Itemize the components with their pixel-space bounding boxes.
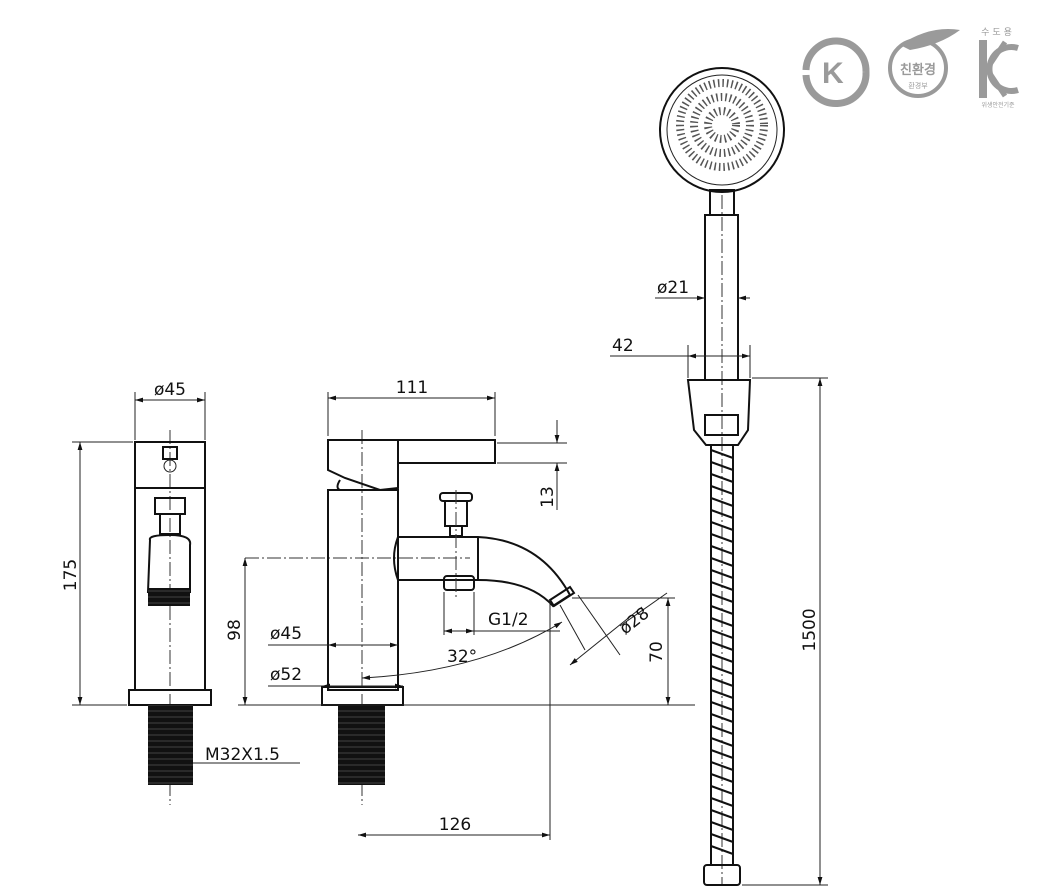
kc-certification-logo: 수도용 위생안전기준 — [979, 27, 1019, 109]
holder-width-label: 42 — [612, 336, 634, 356]
angle-label: 32° — [447, 647, 477, 667]
side-view: 111 13 98 ø45 ø52 32° G1/2 ø28 70 126 — [225, 378, 695, 840]
eco-certification-logo: 친환경 환경부 — [888, 29, 960, 98]
handle-length-label: 111 — [396, 378, 428, 398]
handle-diameter-label: ø21 — [657, 278, 689, 298]
reach-label: 126 — [439, 815, 471, 835]
hand-shower-view: ø21 42 1500 — [610, 67, 828, 886]
eco-sub-label: 환경부 — [908, 81, 928, 90]
body-diameter-label: ø45 — [270, 624, 302, 644]
hose-length-label: 1500 — [800, 608, 820, 651]
kc-top-label: 수도용 — [981, 27, 1015, 37]
kc-bottom-label: 위생안전기준 — [981, 101, 1015, 109]
outlet-thread-label: G1/2 — [488, 610, 529, 630]
outlet-diameter-label: ø28 — [616, 603, 654, 638]
outlet-height-label: 70 — [647, 641, 667, 663]
ks-certification-logo: K — [802, 37, 870, 108]
ks-letter: K — [822, 57, 844, 90]
front-view: ø45 175 M32X1.5 — [61, 380, 300, 805]
top-diameter-label: ø45 — [154, 380, 186, 400]
spout-height-label: 98 — [225, 619, 245, 641]
base-diameter-label: ø52 — [270, 665, 302, 685]
height-label: 175 — [61, 559, 81, 591]
eco-label: 친환경 — [900, 62, 936, 77]
handle-thickness-label: 13 — [538, 486, 558, 508]
thread-label: M32X1.5 — [205, 745, 280, 765]
